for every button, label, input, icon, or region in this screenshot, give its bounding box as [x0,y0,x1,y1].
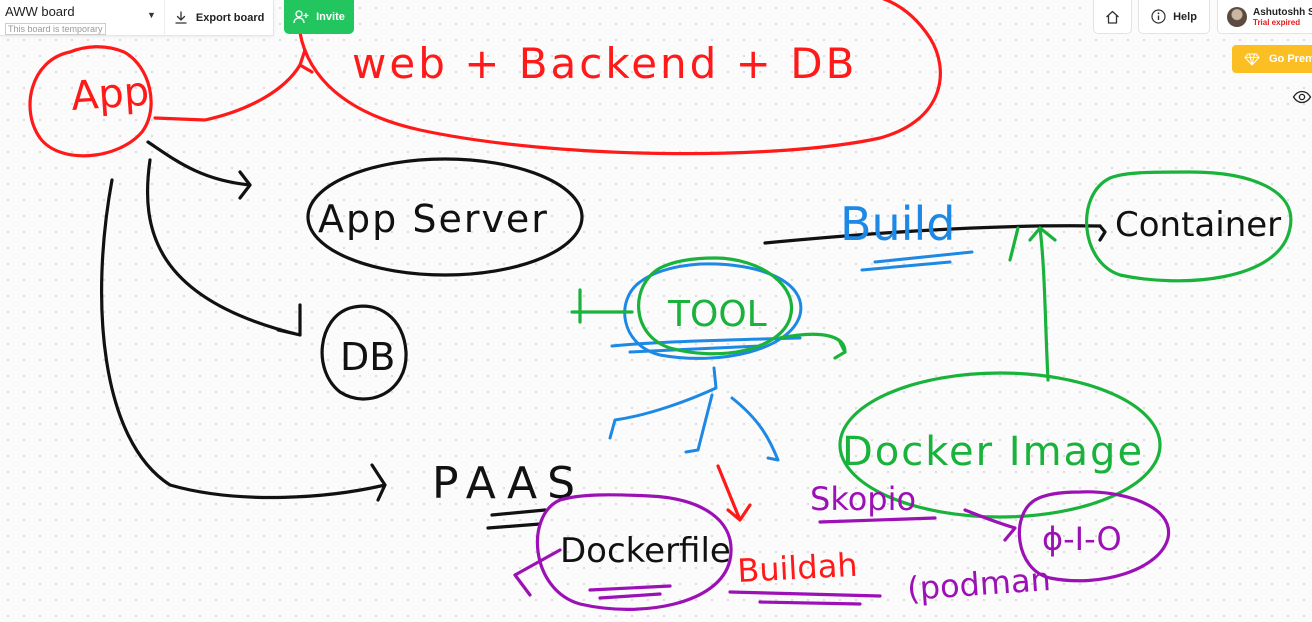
export-board-label: Export board [195,11,265,24]
app-to-appserver-arrow [146,140,252,200]
app-label: App [69,69,150,120]
podman-label: (podman [906,560,1052,608]
db-label: DB [340,335,395,379]
board-title-dropdown[interactable]: AWW board This board is temporary ▼ [0,0,164,35]
app-to-db-arrow [145,158,302,337]
tool-leg-right [730,396,780,462]
help-button[interactable]: Help [1138,0,1210,34]
invite-button[interactable]: Invite [284,0,354,34]
skopio-underline [818,516,937,524]
build-underline [860,250,974,272]
trial-status: Trial expired [1253,17,1301,27]
skopio-to-misc-arrow [963,508,1017,542]
board-temporary-notice: This board is temporary [5,23,106,35]
dockerfile-label: Dockerfile [560,531,731,571]
web-backend-db-ellipse [297,0,942,156]
add-user-icon [293,10,309,24]
tool-circle-blue [623,262,803,360]
buildah-label: Buildah [736,546,858,590]
app-server-label: App Server [318,197,549,241]
image-to-container-arrow [1008,226,1057,382]
buildah-underline [728,590,882,606]
dockerfile-circle [535,493,733,611]
db-circle [320,304,408,401]
misc-label: ɸ-I-O [1042,520,1122,558]
tool-to-buildah-arrow [716,464,752,522]
invite-label: Invite [316,11,345,23]
blue-ink-group [608,250,974,462]
go-premium-button[interactable]: Go Premium [1232,45,1312,73]
chevron-down-icon: ▼ [146,10,156,20]
app-to-paas-arrow [100,178,387,502]
export-board-button[interactable]: Export board [163,0,273,35]
download-icon [175,11,187,24]
container-label: Container [1115,205,1281,245]
paas-underline [486,508,547,530]
home-icon [1106,10,1119,24]
misc-circle [1017,490,1171,583]
paas-label: PAAS [432,458,585,509]
user-name: Ashutoshh Singh [1253,6,1312,18]
dockerfile-left-arrow [513,548,562,597]
help-icon [1151,9,1166,24]
skopio-label: Skopio [810,480,916,518]
docker-image-ellipse [838,371,1162,519]
tool-leg-left [608,366,718,440]
diamond-icon [1244,52,1260,66]
tool-left-arrow [570,288,634,324]
home-button[interactable] [1093,0,1132,34]
green-ink-group [570,170,1293,519]
tool-leg-mid [684,393,714,454]
avatar [1227,6,1247,27]
docker-image-label: Docker Image [842,429,1144,475]
web-backend-db-label: web + Backend + DB [352,39,857,88]
user-menu[interactable]: Ashutoshh Singh Trial expired [1217,0,1312,34]
app-to-web-arrow [153,48,314,122]
app-server-ellipse [306,157,584,277]
go-premium-label: Go Premium [1269,53,1312,65]
black-ink-group [100,140,1107,530]
board-name: AWW board [5,4,75,19]
purple-ink-group [513,490,1171,611]
eye-icon[interactable] [1292,90,1312,106]
help-label: Help [1173,10,1197,23]
build-line [763,224,1107,245]
red-ink-group [28,0,942,522]
tool-circle-green [637,256,794,356]
build-label: Build [840,197,955,251]
dockerfile-underline [588,584,672,600]
tool-right-hook [778,332,847,360]
tool-label: TOOL [667,294,767,335]
board-panel: AWW board This board is temporary ▼ Expo… [0,0,274,36]
container-circle [1085,170,1293,283]
app-circle [28,45,153,158]
